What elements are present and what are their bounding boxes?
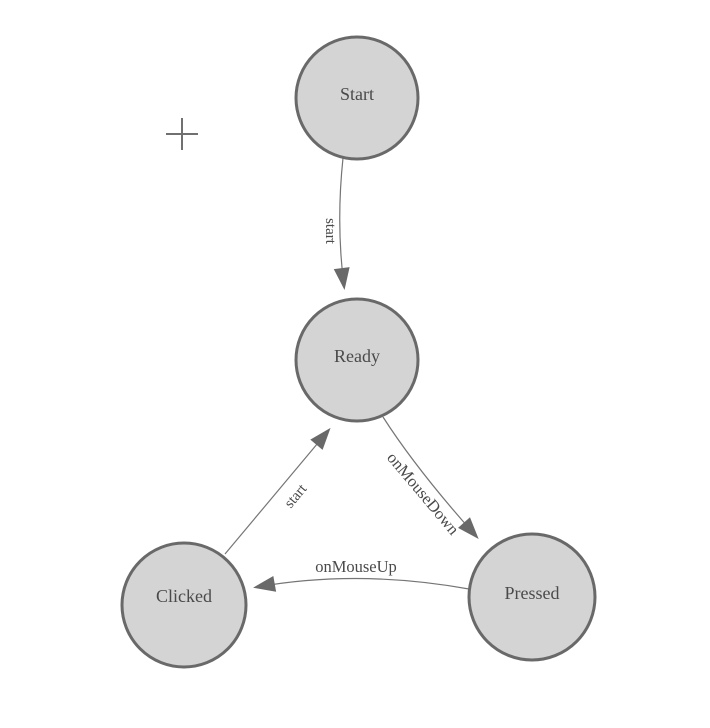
state-node-pressed[interactable]: Pressed <box>467 532 597 662</box>
state-node-start[interactable]: Start <box>294 35 420 161</box>
state-label-clicked: Clicked <box>156 586 212 606</box>
transition-label-start-to-ready: start <box>322 218 338 245</box>
transition-label-pressed-to-clicked: onMouseUp <box>315 557 397 576</box>
state-node-ready[interactable]: Ready <box>294 297 420 423</box>
state-circle-pressed <box>467 532 597 662</box>
states-layer: Start Ready Clicked Pressed <box>120 35 597 669</box>
state-circle-start <box>294 35 420 161</box>
transition-edge-start-to-ready[interactable] <box>333 157 350 290</box>
state-circle-ready <box>294 297 420 423</box>
state-circle-clicked <box>120 541 248 669</box>
transition-edge-pressed-to-clicked[interactable] <box>253 575 470 592</box>
state-label-ready: Ready <box>334 346 380 366</box>
transition-edge-ready-to-pressed[interactable] <box>382 416 479 539</box>
state-label-start: Start <box>340 84 374 104</box>
transition-label-clicked-to-ready: start <box>282 481 311 512</box>
transition-label-ready-to-pressed: onMouseDown <box>383 448 463 538</box>
crosshair-plus-icon <box>166 118 198 150</box>
transition-edge-clicked-to-ready[interactable] <box>224 427 331 555</box>
state-label-pressed: Pressed <box>505 583 560 603</box>
state-node-clicked[interactable]: Clicked <box>120 541 248 669</box>
